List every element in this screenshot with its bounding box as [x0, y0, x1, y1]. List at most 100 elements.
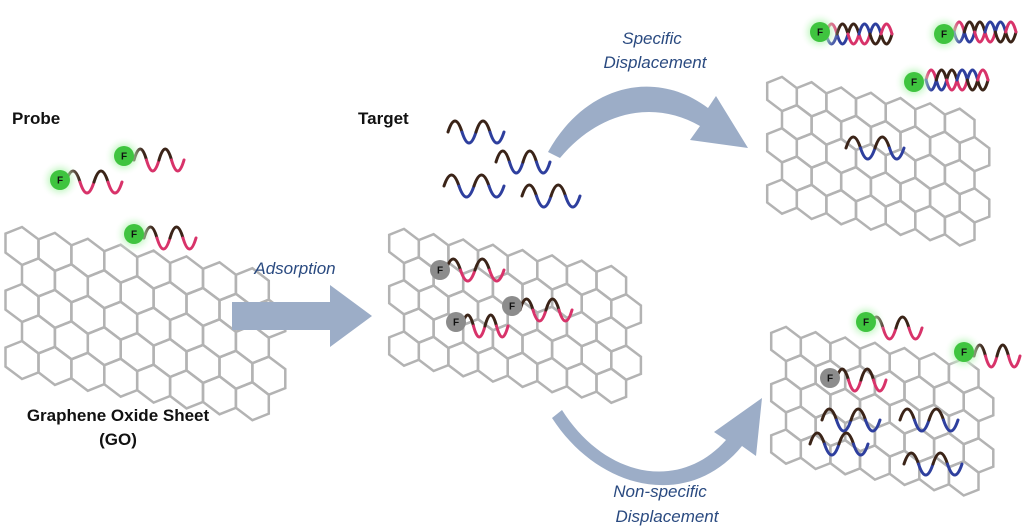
fluorophore-quenched — [820, 368, 840, 388]
hexagon-cell — [769, 428, 803, 466]
hexagon-cell — [4, 339, 40, 381]
duplex-strand — [1004, 30, 1018, 44]
target-strand — [564, 194, 582, 209]
hexagon-cell — [135, 363, 172, 405]
target-strand — [508, 160, 525, 175]
duplex-strand — [983, 20, 997, 34]
adsorbed-target-strand — [898, 407, 916, 422]
adsorbed-probe-strand — [531, 308, 548, 323]
duplex-strand — [846, 32, 861, 46]
hexagon-cell — [251, 355, 287, 397]
target-strand — [472, 173, 491, 188]
adsorbed-target-strand — [820, 407, 838, 422]
duplex-strand — [945, 78, 959, 92]
adsorbed-probe-strand — [859, 367, 875, 382]
fluorophore-letter: F — [941, 30, 947, 41]
duplex-strand — [955, 78, 969, 92]
hexagon-cell — [962, 385, 995, 423]
fluorophore-letter: F — [961, 348, 967, 359]
hexagon-cell — [103, 357, 139, 399]
adsorbed-target-strand — [927, 407, 945, 422]
probe-label: Probe — [12, 109, 60, 128]
probe-strand — [181, 236, 198, 251]
hexagon-cell — [447, 340, 480, 378]
fluorophore-letter: F — [509, 302, 515, 313]
target-strand — [549, 183, 567, 198]
target-label: Target — [358, 109, 409, 128]
hexagon-cell — [37, 345, 73, 387]
released-probe-strand — [1007, 354, 1022, 369]
duplex-strand — [945, 68, 959, 82]
released-probe-strand — [984, 354, 999, 369]
target-strand — [521, 149, 538, 164]
duplex-strand — [868, 22, 883, 36]
hexagon-cell — [476, 345, 509, 384]
fluorophore-active — [934, 24, 954, 44]
nonspecific-label-line1: Non-specific — [613, 482, 707, 501]
hexagon-cell — [958, 135, 991, 173]
fluorophore-letter: F — [131, 230, 137, 241]
adsorbed-target-strand — [852, 442, 870, 457]
hexagon-cell — [829, 438, 862, 476]
fluorophore-active — [50, 170, 70, 190]
duplex-strand — [934, 68, 949, 82]
hexagon-cell — [795, 183, 828, 221]
fluorophore-letter: F — [827, 374, 833, 385]
fluorophore-active — [124, 224, 144, 244]
specific-label-line1: Specific — [622, 29, 682, 48]
hexagon-cell — [943, 209, 976, 247]
hexagon-cell — [234, 380, 271, 422]
adsorbed-target-strand — [823, 442, 841, 457]
duplex-strand — [934, 78, 949, 92]
adsorbed-target-strand — [942, 418, 960, 433]
duplex-strand — [857, 22, 872, 36]
adsorbed-target-strand — [835, 418, 853, 433]
go-sheet-adsorbed — [387, 227, 643, 405]
fluorophore-quenched — [502, 296, 522, 316]
duplex-strand — [965, 78, 980, 92]
target-strand — [520, 183, 538, 198]
probe-strand — [168, 225, 185, 240]
fluorophore-letter: F — [437, 266, 443, 277]
hexagon-cell — [595, 367, 628, 405]
fluorophore-active — [904, 72, 924, 92]
hexagon-cell — [914, 204, 947, 242]
released-probe-strand — [995, 343, 1010, 358]
hexagon-cell — [417, 335, 450, 373]
probe-strand — [155, 236, 172, 251]
adsorbed-probe-strand — [472, 324, 487, 339]
go-label-line1: Graphene Oxide Sheet — [27, 406, 210, 425]
adsorbed-target-strand — [808, 431, 826, 446]
duplex-strand — [976, 68, 990, 82]
fluorophore-letter: F — [121, 152, 127, 163]
hexagon-cell — [387, 330, 421, 368]
adsorption-label: Adsorption — [253, 259, 335, 278]
hexagon-cell — [506, 351, 539, 389]
target-strand — [442, 173, 461, 188]
residual-target-strand — [844, 135, 862, 150]
duplex-strand — [868, 32, 883, 46]
adsorbed-probe-strand — [483, 313, 498, 328]
nonspecific-label-line2: Displacement — [616, 507, 720, 526]
residual-target-strand — [873, 135, 891, 150]
hexagon-cell — [168, 368, 205, 410]
fluorophore-active — [810, 22, 830, 42]
fluorophore-letter: F — [817, 28, 823, 39]
duplex-strand — [973, 30, 987, 44]
hexagon-cell — [610, 344, 643, 382]
hexagon-cell — [610, 292, 643, 330]
hexagon-cell — [884, 199, 917, 237]
hexagon-cell — [565, 361, 598, 399]
released-probe-strand — [881, 326, 898, 341]
adsorption-arrow — [232, 285, 372, 347]
probe-strand — [145, 158, 161, 173]
duplex-strand — [976, 78, 990, 92]
adsorbed-probe-strand — [488, 268, 506, 283]
duplex-strand — [846, 22, 861, 36]
hexagon-cell — [947, 459, 980, 497]
duplex-strand — [962, 20, 977, 34]
duplex-strand — [993, 30, 1008, 44]
target-strand — [494, 149, 511, 164]
probe-strand — [106, 180, 124, 195]
